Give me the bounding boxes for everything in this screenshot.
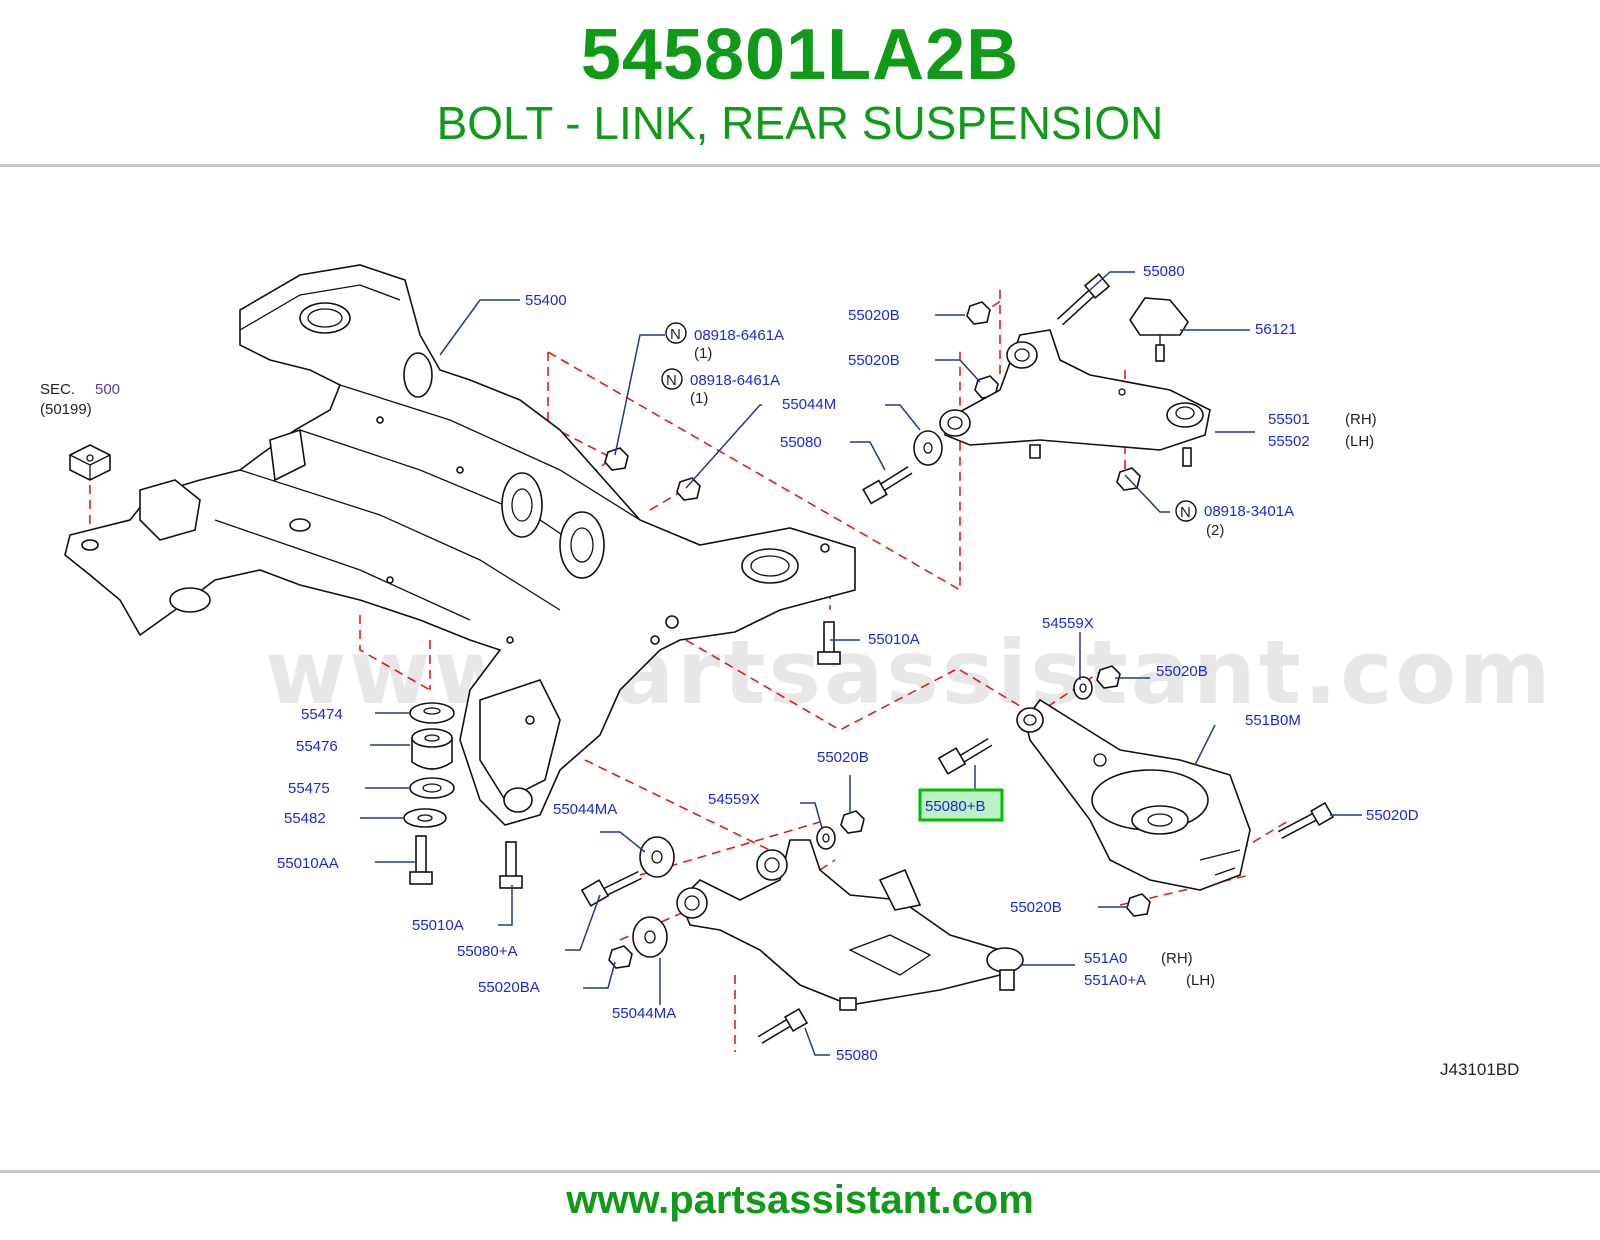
callout-55476[interactable]: 55476 <box>296 738 338 755</box>
callout-551a0[interactable]: 551A0 <box>1084 950 1127 967</box>
callout-55080-bottom[interactable]: 55080 <box>836 1047 878 1064</box>
footer-divider <box>0 1170 1600 1173</box>
qty-08918-6461a-1: (1) <box>694 345 712 362</box>
sec-sub-label: (50199) <box>40 401 92 418</box>
lower-arm-551a0 <box>676 839 1024 1011</box>
callout-55010a-mid[interactable]: 55010A <box>868 631 920 648</box>
callout-55400[interactable]: 55400 <box>525 292 567 309</box>
svg-text:N: N <box>666 372 677 389</box>
callout-55010aa[interactable]: 55010AA <box>277 855 339 872</box>
header-divider <box>0 164 1600 167</box>
callout-55020b-top1[interactable]: 55020B <box>848 307 900 324</box>
svg-text:N: N <box>1180 504 1191 521</box>
callout-55080-top[interactable]: 55080 <box>1143 263 1185 280</box>
n-marker-1: N <box>665 322 687 344</box>
callout-08918-6461a-1[interactable]: 08918-6461A <box>694 327 784 344</box>
highlight-box <box>918 788 1004 822</box>
qty-08918-3401a: (2) <box>1206 522 1224 539</box>
callout-55010a-low[interactable]: 55010A <box>412 917 464 934</box>
callout-551b0m[interactable]: 551B0M <box>1245 712 1301 729</box>
callout-55080a[interactable]: 55080+A <box>457 943 517 960</box>
n-marker-3: N <box>1175 500 1197 522</box>
callout-55020ba[interactable]: 55020BA <box>478 979 540 996</box>
part-name-subtitle: BOLT - LINK, REAR SUSPENSION <box>436 97 1164 149</box>
bolt-55080a <box>580 870 642 907</box>
callout-55080-left[interactable]: 55080 <box>780 434 822 451</box>
subframe-55400 <box>64 264 856 826</box>
upper-arm-55501 <box>939 329 1211 467</box>
bolt-55080b <box>937 738 993 775</box>
washer-54559x-right <box>1073 676 1093 700</box>
footer-url-link[interactable]: www.partsassistant.com <box>566 1178 1034 1222</box>
callout-55080b-highlighted[interactable]: 55080+B <box>925 798 985 815</box>
callout-55020d[interactable]: 55020D <box>1366 807 1419 824</box>
callout-08918-3401a[interactable]: 08918-3401A <box>1204 503 1294 520</box>
diagram-code: J43101BD <box>1440 1060 1519 1079</box>
callout-54559x-right[interactable]: 54559X <box>1042 615 1094 632</box>
qty-08918-6461a-2: (1) <box>690 390 708 407</box>
callout-56121[interactable]: 56121 <box>1255 321 1297 338</box>
callout-55044m[interactable]: 55044M <box>782 396 836 413</box>
callout-55044ma-bot[interactable]: 55044MA <box>612 1005 676 1022</box>
callout-55044ma-top[interactable]: 55044MA <box>553 801 617 818</box>
bolt-55080-left <box>862 430 943 505</box>
callout-55020b-top2[interactable]: 55020B <box>848 352 900 369</box>
side-551a0: (RH) <box>1161 950 1193 967</box>
callout-08918-6461a-2[interactable]: 08918-6461A <box>690 372 780 389</box>
leader-lines <box>360 271 1362 1056</box>
side-551a0a: (LH) <box>1186 972 1215 989</box>
bolt-55080-top <box>1056 272 1111 326</box>
bolt-55020d <box>1277 801 1335 839</box>
callout-54559x-low[interactable]: 54559X <box>708 791 760 808</box>
callout-55501[interactable]: 55501 <box>1268 411 1310 428</box>
bushing-stack <box>403 621 841 889</box>
mount-block-50199 <box>69 444 111 481</box>
callout-55020b-low[interactable]: 55020B <box>817 749 869 766</box>
callout-55482[interactable]: 55482 <box>284 810 326 827</box>
callout-55502[interactable]: 55502 <box>1268 433 1310 450</box>
side-55501: (RH) <box>1345 411 1377 428</box>
side-55502: (LH) <box>1345 433 1374 450</box>
sec-number-link[interactable]: 500 <box>95 381 120 398</box>
callout-55020b-right[interactable]: 55020B <box>1156 663 1208 680</box>
bump-stopper-56121 <box>1129 297 1189 362</box>
part-number-title: 545801LA2B <box>580 15 1020 95</box>
callout-55474[interactable]: 55474 <box>301 706 343 723</box>
bolt-55080-bottom <box>757 1007 809 1044</box>
lower-arm-551b0m <box>1016 698 1251 891</box>
callout-55020b-lowright[interactable]: 55020B <box>1010 899 1062 916</box>
washers-55044ma <box>632 826 836 958</box>
svg-text:N: N <box>670 326 681 343</box>
n-marker-2: N <box>661 368 683 390</box>
callout-55475[interactable]: 55475 <box>288 780 330 797</box>
callout-551a0a[interactable]: 551A0+A <box>1084 972 1146 989</box>
sec-label: SEC. <box>40 381 75 398</box>
